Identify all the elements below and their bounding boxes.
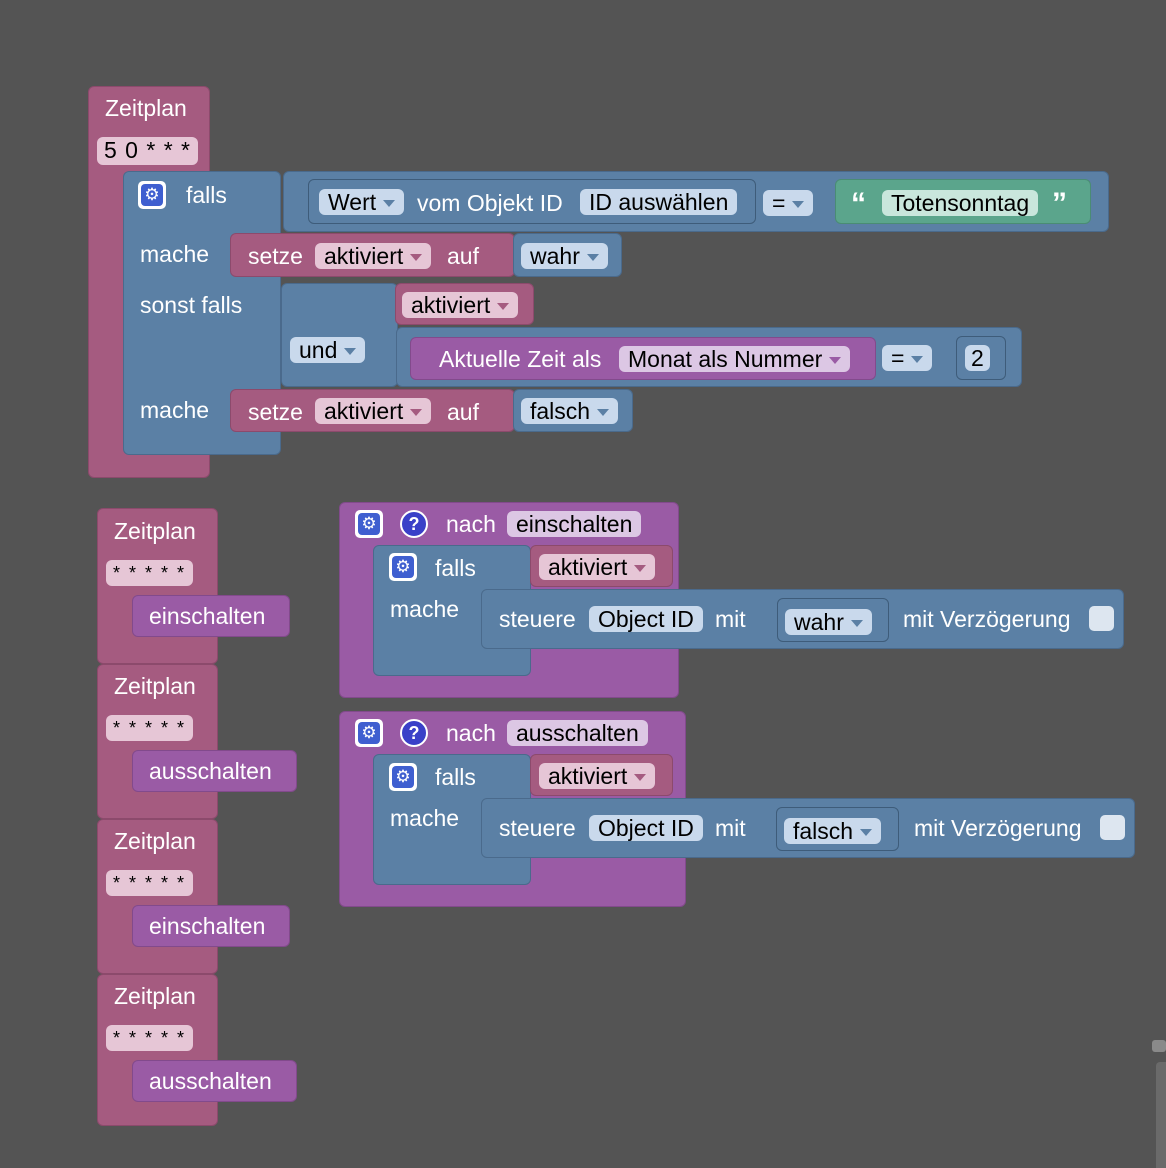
variable-get-block-on[interactable]: aktiviert: [530, 545, 673, 587]
variable-get-dropdown[interactable]: aktiviert: [539, 763, 656, 789]
variable-get-block-off[interactable]: aktiviert: [530, 754, 673, 796]
call-off-block-1[interactable]: ausschalten: [132, 750, 297, 792]
call-on-label: einschalten: [149, 913, 266, 939]
control-block-on[interactable]: steuere Object ID mit wahr mit Verzögeru…: [481, 589, 1124, 649]
boolean-false-dropdown[interactable]: falsch: [521, 398, 619, 424]
vertical-scrollbar[interactable]: [1156, 1062, 1166, 1168]
gear-icon[interactable]: ⚙: [355, 719, 383, 747]
do-label: mache: [390, 596, 460, 622]
set-variable-block-false[interactable]: setze aktiviert auf: [230, 389, 515, 432]
variable-dropdown-2[interactable]: aktiviert: [315, 398, 432, 424]
delay-checkbox[interactable]: [1089, 606, 1114, 631]
schedule-block-3[interactable]: Zeitplan * * * * *: [97, 819, 218, 974]
operator-dropdown[interactable]: =: [763, 190, 814, 216]
variable-get-dropdown[interactable]: aktiviert: [402, 292, 519, 318]
do-label: mache: [140, 241, 210, 267]
call-on-block-2[interactable]: einschalten: [132, 905, 290, 947]
schedule-label: Zeitplan: [114, 828, 196, 854]
current-time-label: Aktuelle Zeit als: [439, 346, 602, 372]
set-label: setze: [248, 243, 303, 269]
number-value[interactable]: 2: [965, 345, 990, 371]
call-off-block-2[interactable]: ausschalten: [132, 1060, 297, 1102]
cron-field[interactable]: * * * * *: [106, 870, 194, 896]
call-on-block-1[interactable]: einschalten: [132, 595, 290, 637]
object-id-field[interactable]: Object ID: [589, 606, 703, 632]
procedure-name-field[interactable]: einschalten: [507, 511, 642, 537]
scrollbar-handle[interactable]: [1152, 1040, 1166, 1052]
to-label: auf: [447, 243, 479, 269]
to-label-2: auf: [447, 399, 479, 425]
to-label: nach: [446, 511, 496, 537]
close-quote-icon: ”: [1052, 187, 1067, 220]
cron-field[interactable]: 5 0 * * *: [97, 137, 198, 165]
call-off-label: ausschalten: [149, 758, 272, 784]
with-delay-label: mit Verzögerung: [903, 606, 1071, 632]
control-label: steuere: [499, 815, 576, 841]
text-block[interactable]: “ Totensonntag ”: [835, 179, 1091, 224]
with-label: mit: [715, 815, 746, 841]
gear-icon[interactable]: ⚙: [355, 510, 383, 538]
schedule-label: Zeitplan: [105, 95, 187, 121]
variable-get-block[interactable]: aktiviert: [395, 283, 534, 325]
boolean-block-true[interactable]: wahr: [777, 598, 889, 642]
boolean-block-false[interactable]: falsch: [513, 389, 633, 432]
logic-and-block[interactable]: und: [281, 283, 398, 387]
current-time-block[interactable]: Aktuelle Zeit als Monat als Nummer: [410, 337, 876, 380]
gear-icon[interactable]: ⚙: [389, 553, 417, 581]
variable-get-dropdown[interactable]: aktiviert: [539, 554, 656, 580]
help-icon[interactable]: ?: [400, 719, 428, 747]
do-label-2: mache: [140, 397, 210, 423]
schedule-label: Zeitplan: [114, 518, 196, 544]
from-object-label: vom Objekt ID: [417, 190, 563, 216]
boolean-true-dropdown[interactable]: wahr: [785, 609, 872, 635]
boolean-false-dropdown[interactable]: falsch: [784, 818, 882, 844]
object-id-field[interactable]: Object ID: [589, 815, 703, 841]
cron-field[interactable]: * * * * *: [106, 715, 194, 741]
set-variable-block-true[interactable]: setze aktiviert auf: [230, 233, 515, 277]
text-value[interactable]: Totensonntag: [882, 190, 1039, 216]
if-label: falls: [435, 764, 476, 790]
variable-dropdown[interactable]: aktiviert: [315, 243, 432, 269]
help-icon[interactable]: ?: [400, 510, 428, 538]
set-label-2: setze: [248, 399, 303, 425]
cron-field[interactable]: * * * * *: [106, 1025, 194, 1051]
gear-icon[interactable]: ⚙: [389, 763, 417, 791]
gear-icon[interactable]: ⚙: [138, 181, 166, 209]
with-delay-label: mit Verzögerung: [914, 815, 1082, 841]
with-label: mit: [715, 606, 746, 632]
and-dropdown[interactable]: und: [290, 337, 366, 363]
control-label: steuere: [499, 606, 576, 632]
delay-checkbox[interactable]: [1100, 815, 1125, 840]
schedule-block-4[interactable]: Zeitplan * * * * *: [97, 974, 218, 1126]
if-label: falls: [435, 555, 476, 581]
procedure-name-field[interactable]: ausschalten: [507, 720, 648, 746]
cron-field[interactable]: * * * * *: [106, 560, 194, 586]
if-label: falls: [186, 182, 227, 208]
get-value-block[interactable]: Wert vom Objekt ID ID auswählen: [308, 179, 756, 224]
schedule-block-1[interactable]: Zeitplan * * * * *: [97, 508, 218, 664]
call-on-label: einschalten: [149, 603, 266, 629]
schedule-label: Zeitplan: [114, 983, 196, 1009]
boolean-true-dropdown[interactable]: wahr: [521, 243, 608, 269]
schedule-block-2[interactable]: Zeitplan * * * * *: [97, 664, 218, 819]
value-dropdown[interactable]: Wert: [319, 189, 405, 215]
number-block[interactable]: 2: [956, 336, 1006, 380]
boolean-block-true[interactable]: wahr: [513, 233, 622, 277]
operator-dropdown-2[interactable]: =: [882, 345, 933, 371]
else-if-label: sonst falls: [140, 292, 243, 318]
call-off-label: ausschalten: [149, 1068, 272, 1094]
boolean-block-false[interactable]: falsch: [776, 807, 899, 851]
month-dropdown[interactable]: Monat als Nummer: [619, 346, 851, 372]
schedule-label: Zeitplan: [114, 673, 196, 699]
open-quote-icon: “: [851, 187, 866, 220]
id-select-field[interactable]: ID auswählen: [580, 189, 738, 215]
do-label: mache: [390, 805, 460, 831]
to-label: nach: [446, 720, 496, 746]
control-block-off[interactable]: steuere Object ID mit falsch mit Verzöge…: [481, 798, 1135, 858]
